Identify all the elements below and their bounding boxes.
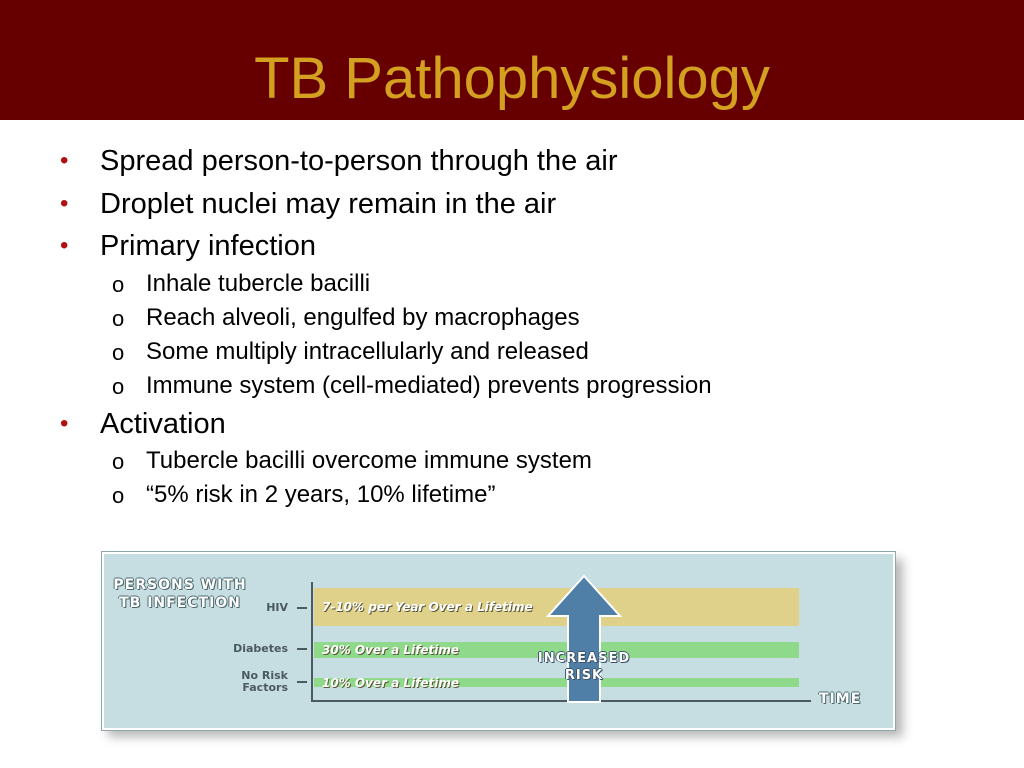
row-label-diabetes: Diabetes [233,642,288,655]
risk-label-line: RISK [564,668,604,683]
bullet-text: Droplet nuclei may remain in the air [100,188,557,220]
sub-bullet-ring-icon: o [112,449,125,474]
bullet-text: Activation [100,408,226,440]
risk-band-no-risk: 10% Over a Lifetime [314,675,799,690]
bullet-text: Primary infection [100,230,316,262]
sub-bullet-text: Tubercle bacilli overcome immune system [146,447,592,474]
slide-title: TB Pathophysiology [254,46,770,111]
title-bar [0,0,1024,120]
band-label: 30% Over a Lifetime [322,643,460,657]
sub-bullet-ring-icon: o [112,374,125,399]
tb-risk-figure: PERSONS WITH TB INFECTION HIV Diabetes N… [101,551,896,731]
sub-bullet-ring-icon: o [112,340,125,365]
bullet-dot-icon: • [60,232,69,259]
row-tick [297,607,307,609]
row-label-no-risk: No Risk Factors [241,670,288,694]
band-label: 10% Over a Lifetime [322,675,460,690]
sub-bullet-item: o Inhale tubercle bacilli [112,269,371,299]
sub-bullet-ring-icon: o [112,483,125,508]
vertical-axis [311,582,313,702]
bullet-item: • Droplet nuclei may remain in the air [60,186,557,222]
band-label: 7-10% per Year Over a Lifetime [322,600,533,614]
time-axis-label: TIME [819,691,862,707]
bullet-text: Spread person-to-person through the air [100,145,618,177]
sub-bullet-item: o Immune system (cell-mediated) prevents… [112,371,712,401]
increased-risk-label: INCREASED RISK [534,650,634,684]
bullet-item: • Spread person-to-person through the ai… [60,143,618,179]
risk-label-line: INCREASED [537,651,631,666]
horizontal-axis [311,700,811,702]
bullet-item: • Primary infection [60,228,316,264]
figure-heading-line: TB INFECTION [119,595,241,611]
row-label-hiv: HIV [266,601,288,614]
sub-bullet-ring-icon: o [112,306,125,331]
row-label-line: Factors [242,681,288,694]
sub-bullet-text: “5% risk in 2 years, 10% lifetime” [146,481,496,508]
sub-bullet-item: o Tubercle bacilli overcome immune syste… [112,446,592,476]
figure-heading: PERSONS WITH TB INFECTION [112,576,248,612]
bullet-dot-icon: • [60,147,69,174]
row-label-line: No Risk [241,669,288,682]
sub-bullet-item: o “5% risk in 2 years, 10% lifetime” [112,480,496,510]
row-tick [297,681,307,683]
sub-bullet-text: Inhale tubercle bacilli [146,270,371,297]
bullet-dot-icon: • [60,410,69,437]
figure-heading-line: PERSONS WITH [113,577,247,593]
sub-bullet-text: Immune system (cell-mediated) prevents p… [146,372,712,399]
sub-bullet-item: o Reach alveoli, engulfed by macrophages [112,303,580,333]
bullet-dot-icon: • [60,190,69,217]
sub-bullet-text: Reach alveoli, engulfed by macrophages [146,304,580,331]
increased-risk-arrow-icon [545,574,623,703]
sub-bullet-item: o Some multiply intracellularly and rele… [112,337,589,367]
bullet-item: • Activation [60,406,226,442]
row-tick [297,648,307,650]
risk-band-diabetes: 30% Over a Lifetime [314,642,799,658]
sub-bullet-text: Some multiply intracellularly and releas… [146,338,589,365]
sub-bullet-ring-icon: o [112,272,125,297]
